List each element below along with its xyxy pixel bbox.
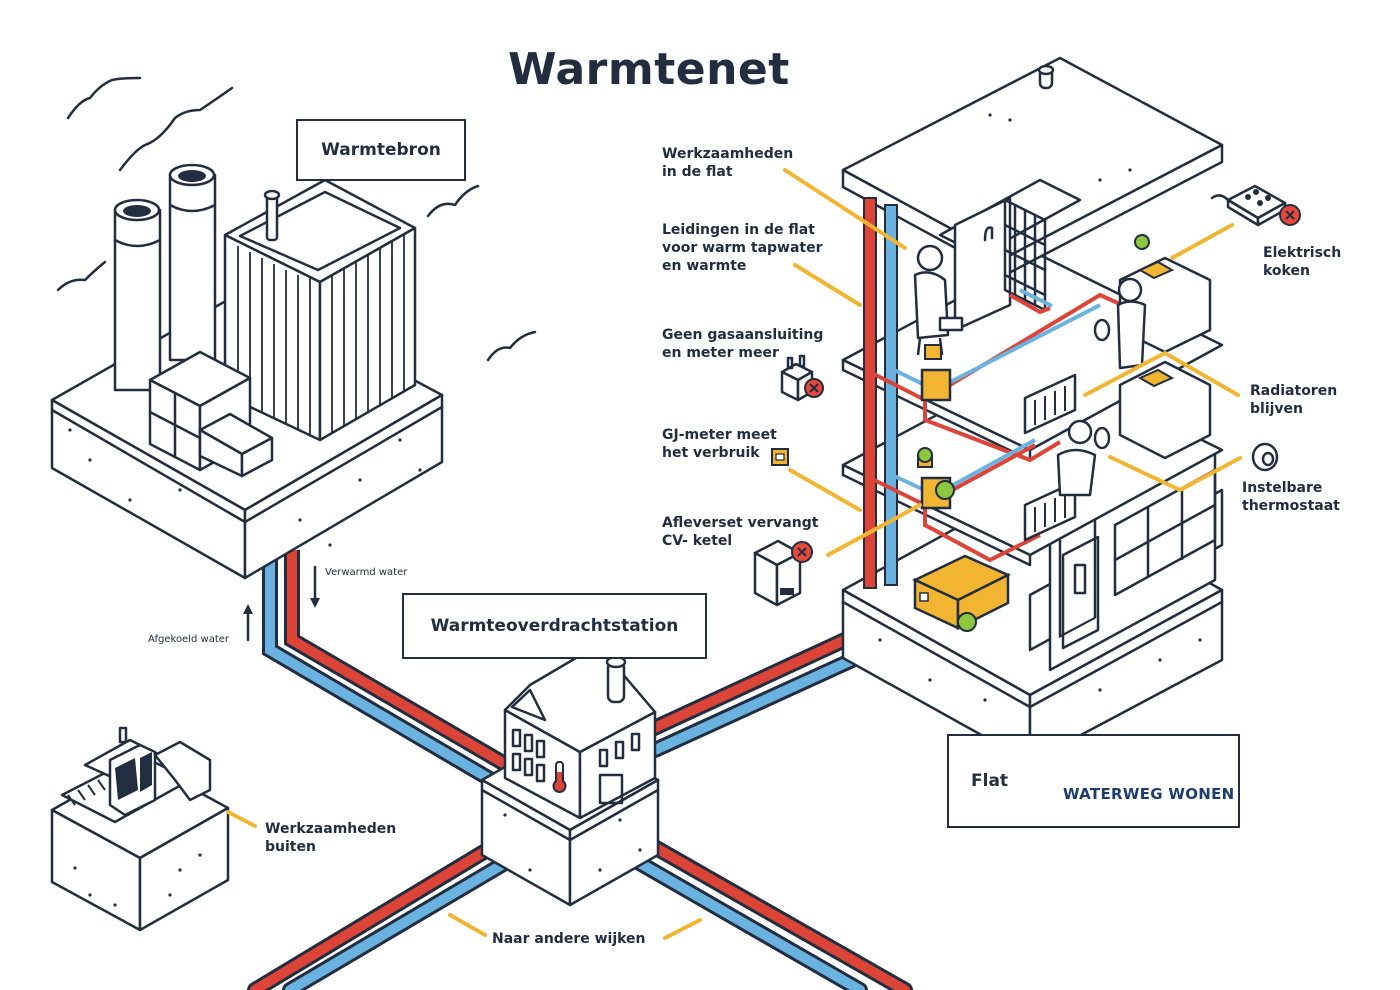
cv-boiler-icon [753, 539, 813, 607]
callout-electric-cooking: Elektrisch koken [1263, 245, 1342, 279]
thermostat-icon [1251, 442, 1279, 472]
callout-works-outside: Werkzaamheden buiten [265, 821, 397, 855]
flow-arrows [243, 565, 320, 642]
callout-radiators: Radiatoren blijven [1250, 383, 1338, 417]
heat-source-plant [50, 76, 537, 580]
source-label-box: Warmtebron [296, 119, 466, 181]
flat-label: Flat [971, 771, 1009, 791]
electric-stove-icon [1210, 184, 1301, 227]
callout-other-districts: Naar andere wijken [492, 931, 646, 947]
callout-no-gas: Geen gasaansluiting en meter meer [662, 327, 824, 361]
source-label: Warmtebron [321, 140, 441, 160]
flat-label-box: Flat [947, 734, 1240, 828]
callout-pipes-flat: Leidingen in de flat voor warm tapwater … [662, 222, 823, 274]
callout-delivery-set: Afleverset vervangt CV- ketel [662, 515, 819, 549]
station-label-box: Warmteoverdrachtstation [402, 593, 707, 659]
transfer-station [480, 643, 660, 907]
callout-thermostat: Instelbare thermostaat [1242, 480, 1340, 514]
gas-meter-icon [780, 354, 824, 402]
page-title: Warmtenet [508, 44, 790, 95]
flat-building [841, 56, 1224, 764]
heated-water-label: Verwarmd water [325, 567, 408, 578]
main-pipes [247, 550, 913, 990]
callout-gj-meter: GJ-meter meet het verbruik [662, 427, 777, 461]
gj-meter-icon [771, 448, 789, 466]
excavator-block [50, 726, 230, 932]
callout-works-flat: Werkzaamheden in de flat [662, 146, 794, 180]
cooled-water-label: Afgekoeld water [148, 634, 230, 645]
station-label: Warmteoverdrachtstation [430, 616, 679, 636]
radiator-upper [1023, 373, 1077, 435]
brand-name: WATERWEG WONEN [1063, 785, 1235, 803]
callout-lines [226, 168, 1242, 940]
